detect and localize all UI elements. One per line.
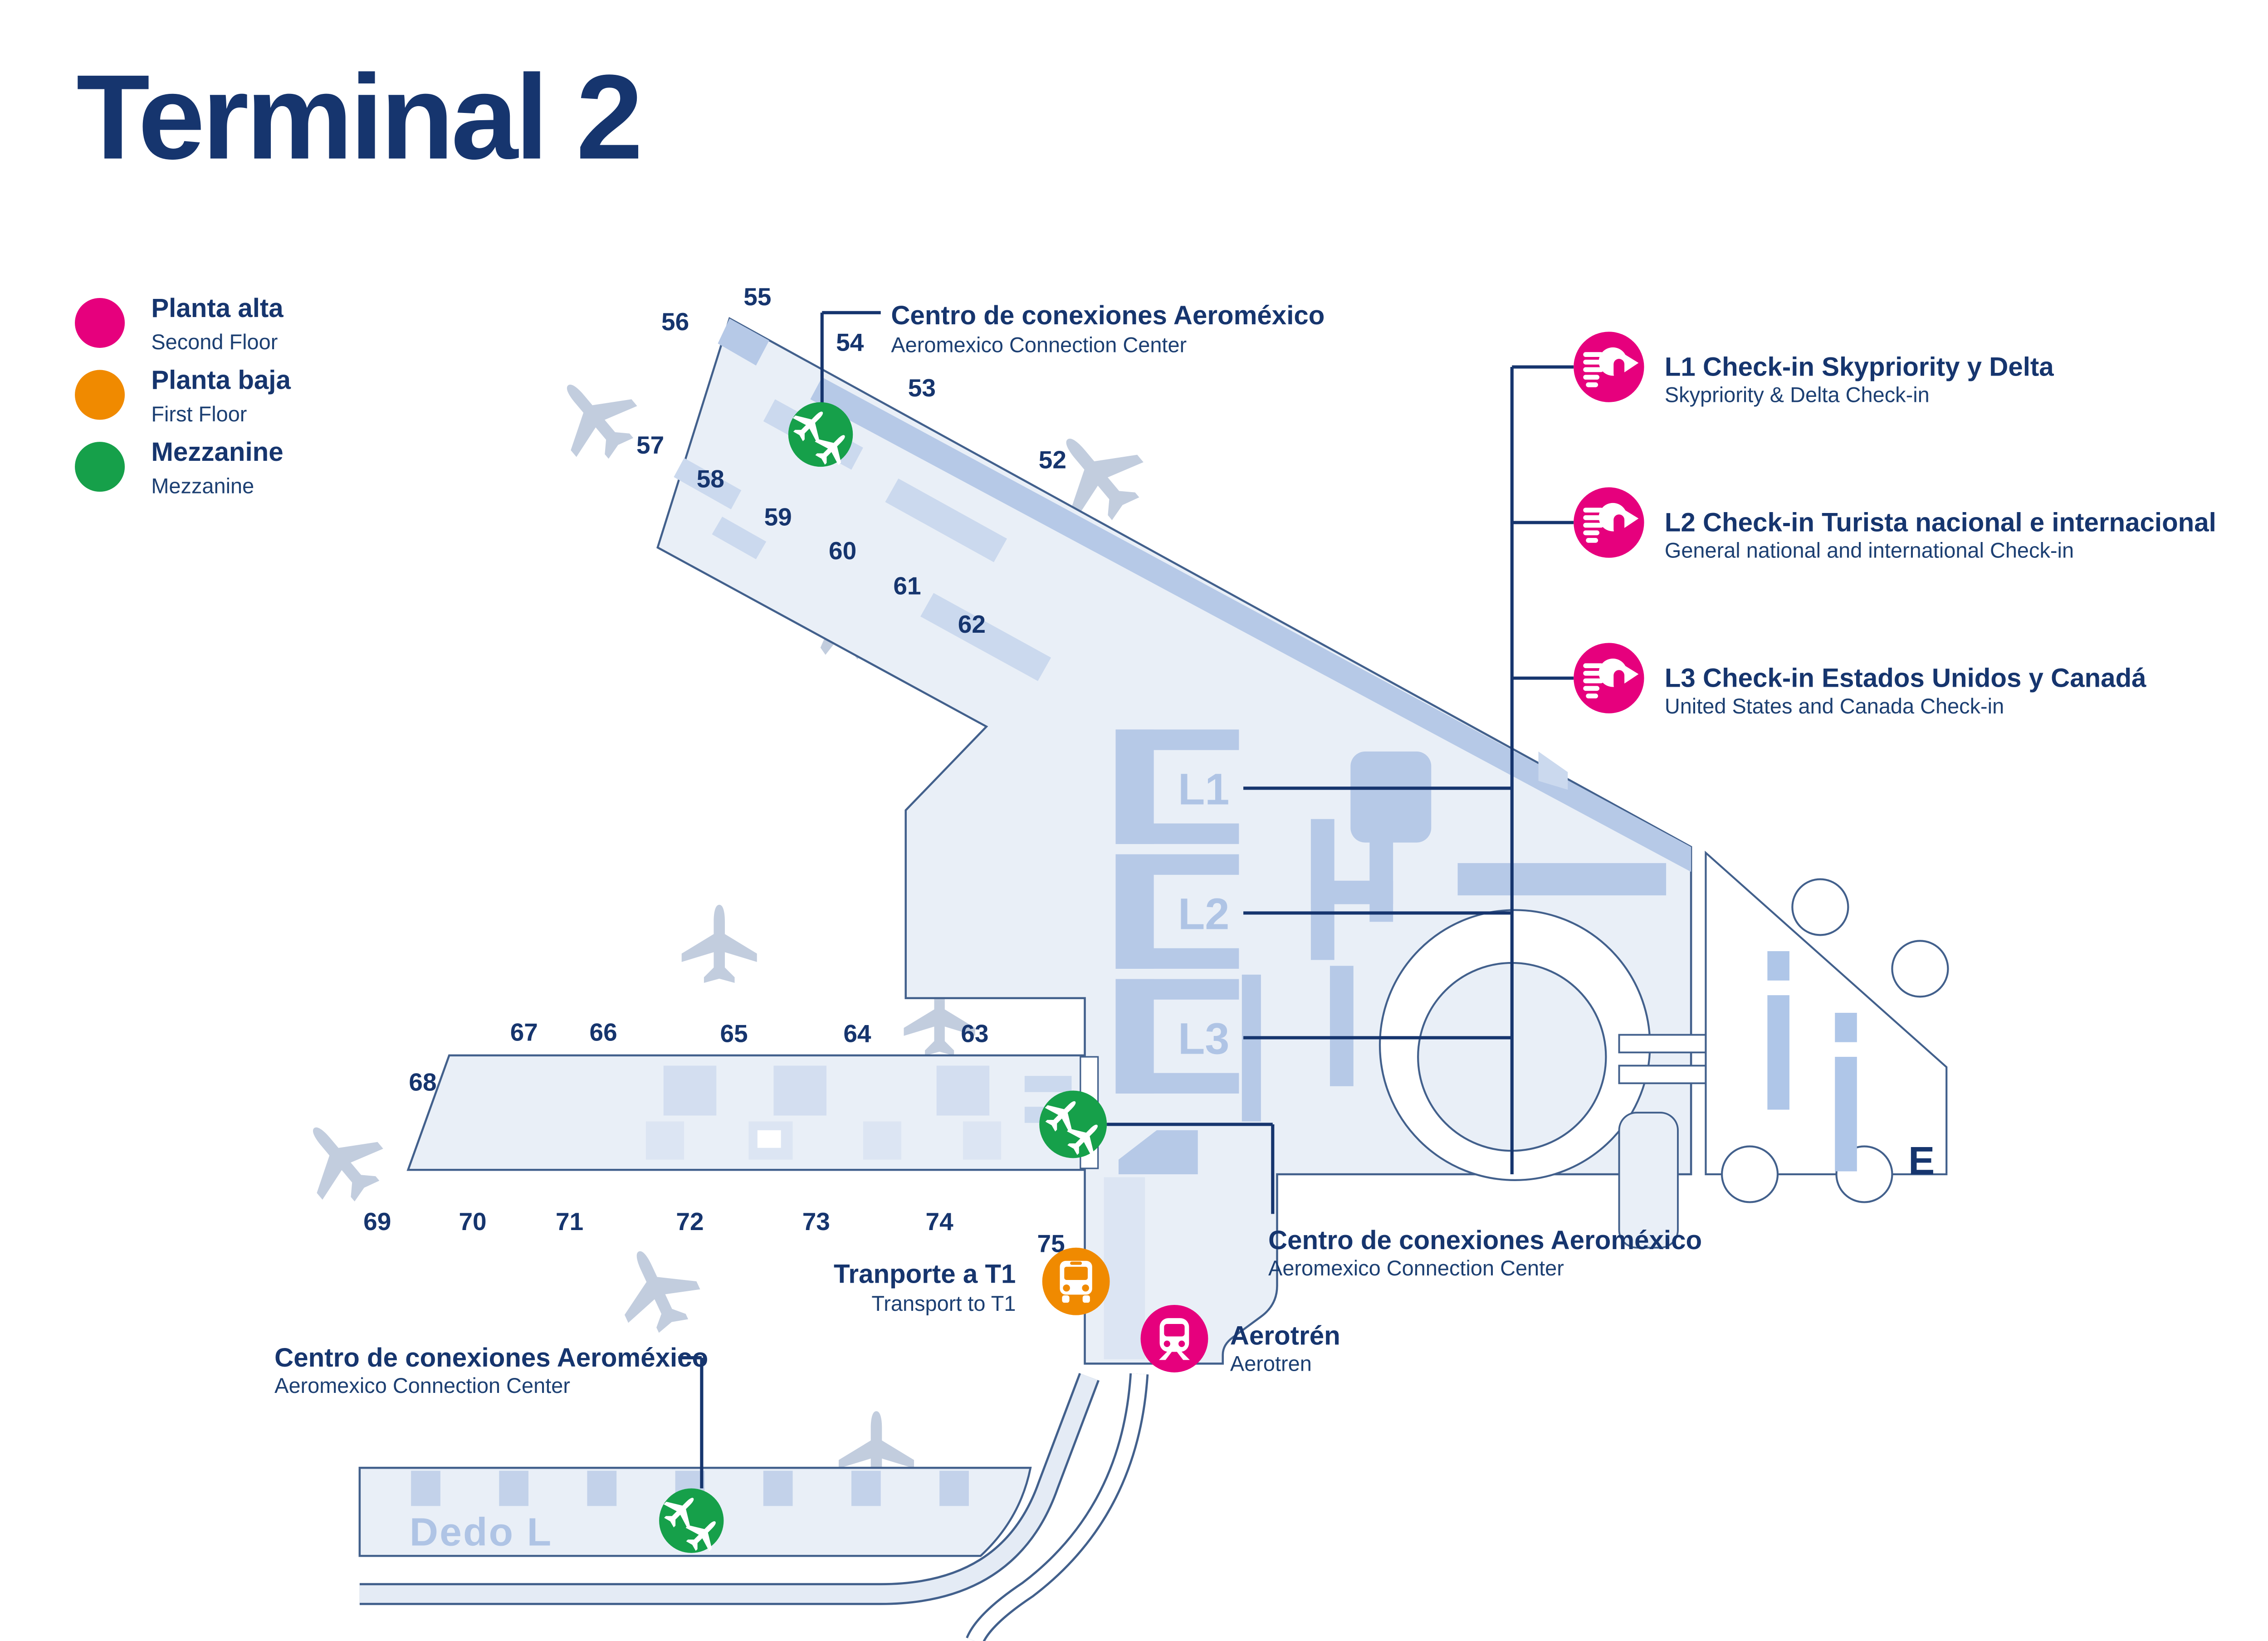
connection-center-top-subtitle: Aeromexico Connection Center: [891, 333, 1187, 357]
connection-center-bottom-title: Centro de conexiones Aeroméxico: [274, 1343, 708, 1372]
gate-56-label: 56: [661, 308, 689, 336]
legend-sublabel: Mezzanine: [151, 474, 254, 498]
gate-62-label: 62: [958, 610, 986, 638]
callout-labels: Centro de conexiones Aeroméxico Aeromexi…: [274, 301, 2216, 1397]
e-building-label: E: [1908, 1138, 1935, 1183]
gate-69-label: 69: [363, 1207, 391, 1236]
callout-lines: [678, 311, 1574, 1489]
dedo-l-label: Dedo L: [410, 1510, 552, 1554]
gate-67-label: 67: [510, 1018, 538, 1046]
checkin-l3-title: L3 Check-in Estados Unidos y Canadá: [1665, 664, 2146, 693]
map-markers: [657, 332, 1644, 1558]
gate-68-label: 68: [409, 1068, 436, 1096]
level-l2-label: L2: [1178, 889, 1229, 939]
connection-center-bottom-subtitle: Aeromexico Connection Center: [274, 1374, 570, 1397]
page-title: Terminal 2: [76, 50, 640, 185]
legend-dot-planta-alta: [75, 298, 125, 348]
connection-center-marker-dedo: [657, 1486, 728, 1558]
legend-sublabel: Second Floor: [151, 330, 278, 354]
connection-center-right-title: Centro de conexiones Aeroméxico: [1268, 1226, 1702, 1255]
lounge-knob: [1891, 940, 1949, 998]
gate-58-label: 58: [697, 464, 724, 493]
airplane-icon: [284, 1103, 397, 1217]
level-l1-label: L1: [1178, 764, 1229, 814]
gate-60-label: 60: [829, 537, 856, 565]
terminal-interior-details: [645, 318, 1691, 1359]
gate-72-label: 72: [676, 1207, 704, 1236]
gate-54-label: 54: [836, 328, 864, 356]
legend: Planta alta Second Floor Planta baja Fir…: [75, 293, 291, 498]
legend-label: Mezzanine: [151, 437, 283, 467]
gate-53-label: 53: [908, 374, 936, 402]
airplane-icon: [681, 904, 757, 983]
gate-66-label: 66: [589, 1018, 617, 1046]
aerotren-subtitle: Aerotren: [1230, 1352, 1312, 1376]
lounge-knob: [1721, 1145, 1779, 1203]
gate-61-label: 61: [893, 572, 921, 600]
connection-center-right-subtitle: Aeromexico Connection Center: [1268, 1256, 1564, 1280]
airplane-icon: [538, 360, 651, 474]
legend-dot-mezzanine: [75, 442, 125, 492]
gate-57-label: 57: [636, 431, 664, 459]
lounge-knob: [1791, 878, 1849, 936]
checkin-l2-marker: [1574, 487, 1644, 558]
gate-65-label: 65: [720, 1020, 748, 1048]
connection-center-top-title: Centro de conexiones Aeroméxico: [891, 301, 1325, 330]
connection-center-marker-upper: [786, 400, 856, 472]
gate-73-label: 73: [802, 1207, 830, 1236]
checkin-l2-subtitle: General national and international Check…: [1665, 539, 2074, 562]
legend-dot-planta-baja: [75, 370, 125, 420]
gate-74-label: 74: [926, 1207, 954, 1236]
level-l3-label: L3: [1178, 1014, 1229, 1064]
gate-55-label: 55: [743, 283, 771, 311]
gate-71-label: 71: [556, 1207, 583, 1236]
legend-label: Planta baja: [151, 366, 291, 395]
checkin-l1-subtitle: Skypriority & Delta Check-in: [1665, 383, 1930, 407]
checkin-l1-title: L1 Check-in Skypriority y Delta: [1665, 352, 2054, 381]
checkin-l2-title: L2 Check-in Turista nacional e internaci…: [1665, 508, 2216, 537]
legend-label: Planta alta: [151, 293, 284, 323]
access-roads: [359, 1372, 1149, 1641]
checkin-l1-marker: [1574, 332, 1644, 402]
aerotren-marker: [1140, 1304, 1208, 1372]
airplane-icon: [603, 1235, 710, 1343]
transport-t1-subtitle: Transport to T1: [871, 1292, 1016, 1315]
aerotren-title: Aerotrén: [1230, 1321, 1340, 1350]
transport-t1-title: Tranporte a T1: [834, 1259, 1016, 1289]
gate-numbers: 52 53 54 55 56 57 58 59 60 61 62 63 64 6…: [363, 283, 1066, 1257]
gate-63-label: 63: [961, 1020, 988, 1048]
gate-64-label: 64: [843, 1020, 871, 1048]
checkin-l3-subtitle: United States and Canada Check-in: [1665, 694, 2004, 718]
gate-70-label: 70: [459, 1207, 486, 1236]
connection-center-marker-lower: [1038, 1089, 1110, 1162]
legend-sublabel: First Floor: [151, 402, 247, 426]
gate-52-label: 52: [1039, 445, 1066, 474]
terminal-building: [406, 317, 1692, 1365]
gate-59-label: 59: [764, 503, 792, 531]
e-building: E: [1705, 850, 1949, 1203]
bus-t1-marker: [1042, 1247, 1110, 1315]
checkin-l3-marker: [1574, 643, 1644, 713]
